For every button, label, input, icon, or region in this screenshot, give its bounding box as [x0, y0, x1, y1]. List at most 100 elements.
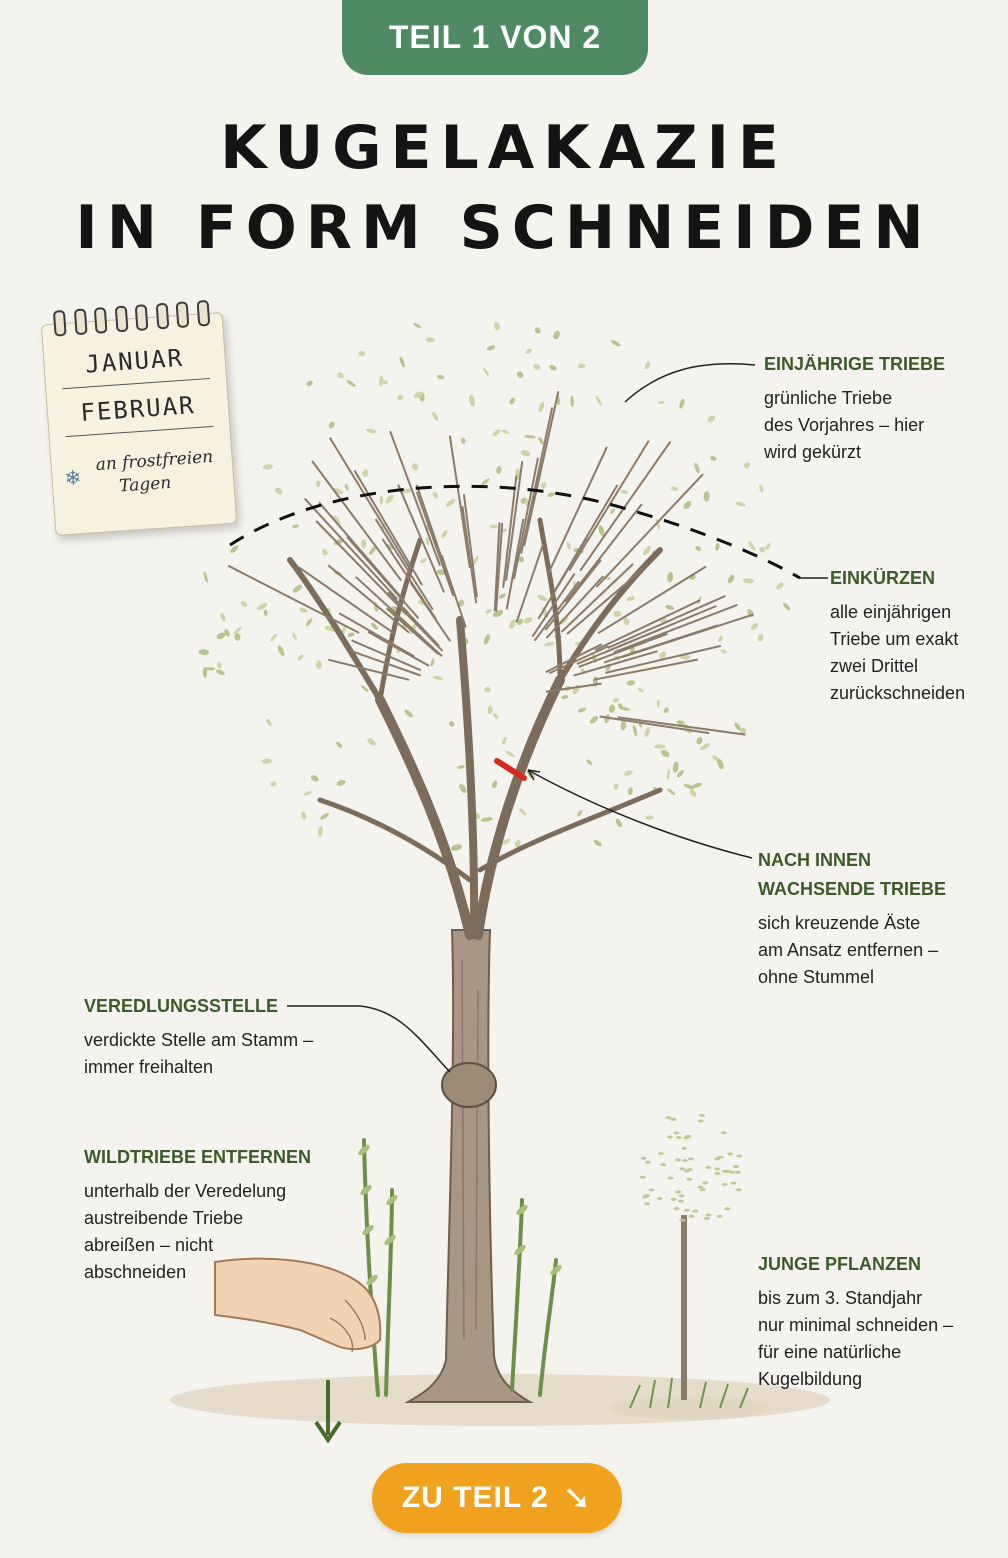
- leaf: [310, 775, 319, 782]
- leaf: [432, 491, 439, 499]
- leaf: [699, 1113, 705, 1117]
- leaf: [533, 364, 541, 370]
- twig: [579, 440, 672, 572]
- leaf: [675, 1190, 682, 1194]
- leaf: [441, 530, 448, 539]
- leaf: [538, 437, 544, 445]
- leaf: [498, 593, 506, 599]
- leaf: [520, 450, 531, 457]
- twig: [573, 650, 658, 677]
- leaf: [547, 492, 556, 497]
- leaf: [523, 617, 533, 624]
- leaf: [399, 356, 405, 368]
- leaf: [620, 490, 629, 494]
- leaf: [703, 491, 710, 502]
- leaf: [481, 478, 490, 485]
- leaf: [663, 707, 669, 714]
- label-wildtriebe: WILDTRIEBE ENTFERNEN unterhalb der Vered…: [84, 1143, 324, 1286]
- leaf: [332, 515, 341, 525]
- leaf: [328, 421, 335, 429]
- leaf: [626, 596, 635, 602]
- leaf: [656, 699, 661, 708]
- leaf: [382, 380, 388, 385]
- leaf: [744, 462, 750, 469]
- leaf: [220, 612, 226, 622]
- twig: [617, 716, 746, 736]
- leaf: [362, 469, 369, 478]
- calendar-note: JANUAR FEBRUAR ❄ an frostfreien Tagen: [40, 299, 238, 537]
- leaf: [657, 1152, 664, 1155]
- leaf: [215, 669, 225, 675]
- twig: [328, 437, 411, 570]
- leaf: [748, 541, 756, 551]
- leaf: [724, 1207, 731, 1211]
- leaf: [292, 632, 297, 641]
- shoot-leaf: [516, 1204, 528, 1216]
- leaf: [358, 351, 366, 357]
- leaf: [757, 633, 764, 642]
- leaf: [371, 622, 378, 630]
- leaf: [385, 494, 394, 504]
- twig: [328, 658, 410, 681]
- leaf: [514, 839, 521, 848]
- label-heading-line2: WACHSENDE TRIEBE: [758, 879, 947, 899]
- leaf: [686, 1177, 693, 1181]
- leaf: [525, 348, 532, 355]
- twig: [605, 644, 722, 674]
- leaf: [577, 707, 587, 713]
- leaf: [686, 1168, 693, 1172]
- leaf: [516, 371, 524, 378]
- leaf: [687, 1157, 694, 1161]
- leaf: [727, 574, 735, 584]
- leaf: [697, 1119, 704, 1123]
- leaf: [694, 462, 700, 474]
- leaf: [660, 749, 670, 758]
- label-heading: VEREDLUNGSSTELLE: [84, 996, 279, 1016]
- twig: [607, 594, 726, 649]
- twig: [338, 612, 415, 658]
- leaf: [742, 578, 755, 584]
- twig: [381, 538, 438, 621]
- leaf: [198, 649, 210, 656]
- twig: [227, 564, 360, 634]
- leaf: [315, 480, 321, 487]
- leaf: [205, 667, 216, 671]
- leaf: [609, 704, 615, 713]
- twig: [318, 501, 406, 602]
- graft-union: [441, 1062, 497, 1108]
- leaf: [613, 783, 619, 790]
- leaf: [598, 525, 605, 537]
- leaf: [645, 815, 654, 820]
- leaf: [714, 1172, 721, 1175]
- leaf: [553, 330, 560, 340]
- twig: [394, 601, 444, 652]
- twig: [386, 607, 440, 655]
- leaf: [480, 817, 493, 822]
- shoot-leaf: [514, 1244, 526, 1256]
- leaf: [692, 1209, 699, 1213]
- twig: [303, 497, 399, 600]
- leaf: [593, 839, 602, 847]
- leaf: [505, 750, 515, 757]
- leaf: [667, 1176, 674, 1180]
- leaf: [486, 345, 496, 351]
- leaf: [644, 1202, 651, 1206]
- next-part-button[interactable]: ZU TEIL 2 ➘: [372, 1463, 622, 1533]
- leaf: [710, 455, 717, 461]
- leaf: [658, 400, 665, 405]
- leaf: [717, 758, 724, 770]
- leaf: [667, 572, 674, 583]
- leaf: [509, 619, 517, 629]
- twig: [495, 523, 504, 612]
- leaf: [516, 618, 524, 626]
- leaf: [492, 780, 498, 789]
- twig: [448, 435, 471, 568]
- twig: [523, 391, 560, 546]
- label-junge-pflanzen: JUNGE PFLANZEN bis zum 3. Standjahr nur …: [758, 1250, 988, 1393]
- leaf: [430, 658, 435, 667]
- leaf: [217, 661, 222, 669]
- leaf: [256, 603, 268, 611]
- leaf: [676, 720, 685, 726]
- twig: [374, 518, 434, 611]
- twig: [353, 469, 424, 586]
